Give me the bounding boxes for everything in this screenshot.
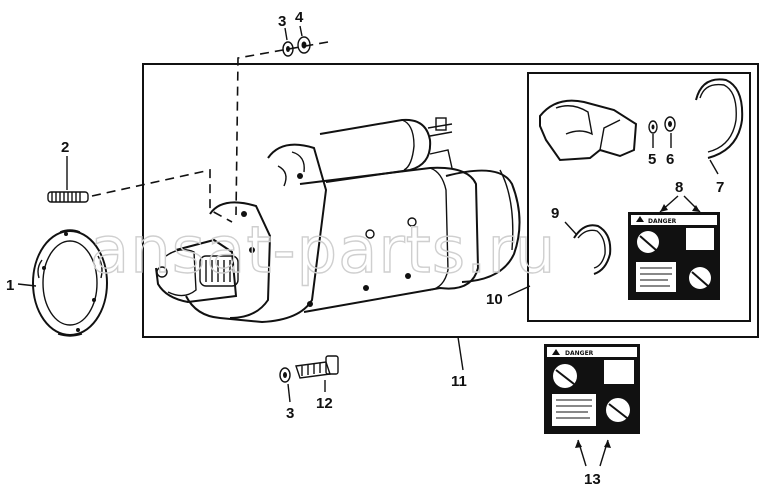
callout-11: 11	[451, 373, 467, 390]
small-snap-ring	[573, 224, 612, 275]
danger-decal-large: DANGER	[544, 344, 640, 434]
washer-kit	[648, 120, 658, 134]
watermark-text: ansat-parts.ru	[90, 214, 556, 288]
decal-kit-title: DANGER	[648, 218, 677, 225]
starter-assembly-frame	[142, 63, 759, 338]
danger-decal-kit: DANGER	[628, 212, 720, 300]
gasket-part	[32, 229, 108, 337]
callout-13: 13	[584, 471, 601, 488]
nut-kit	[664, 116, 676, 132]
callout-10: 10	[486, 291, 503, 308]
callout-1: 1	[6, 277, 14, 294]
starter-motor	[155, 117, 521, 324]
callout-3-top: 3	[278, 13, 286, 30]
large-snap-ring	[695, 78, 744, 159]
callout-6: 6	[666, 151, 674, 168]
callout-4: 4	[295, 9, 304, 26]
decal-large-title: DANGER	[565, 350, 594, 357]
callout-2: 2	[61, 139, 69, 156]
callout-8: 8	[675, 179, 683, 196]
callout-12: 12	[316, 395, 333, 412]
callout-5: 5	[648, 151, 656, 168]
shift-housing	[539, 99, 638, 162]
callout-3-bottom: 3	[286, 405, 294, 422]
stud-part	[47, 191, 89, 203]
lock-washer-bottom	[279, 367, 291, 383]
repair-kit-frame	[527, 72, 751, 322]
mounting-bolt	[295, 355, 339, 379]
callout-9: 9	[551, 205, 559, 222]
callout-7: 7	[716, 179, 724, 196]
